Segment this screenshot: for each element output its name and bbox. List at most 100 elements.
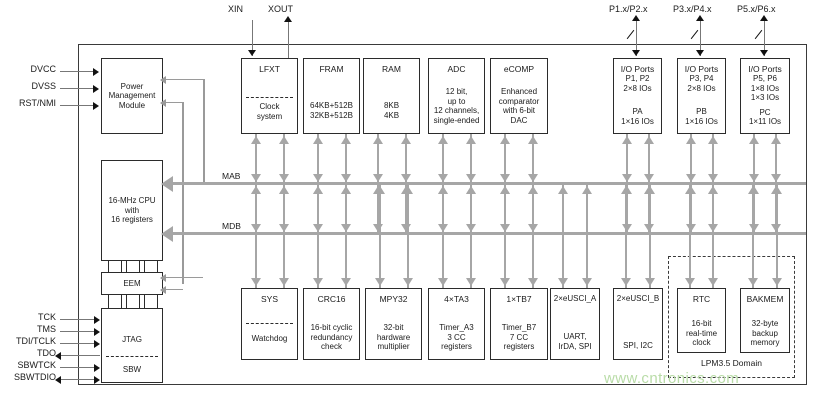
block-fram[interactable]: FRAM 64KB+512B 32KB+512B: [303, 58, 360, 134]
bus-connector-arrowhead: [770, 173, 781, 182]
bus-connector-arrowhead: [278, 185, 289, 194]
eem-title: EEM: [123, 278, 141, 288]
sys-title: SYS: [260, 294, 278, 304]
block-cpu[interactable]: 16-MHz CPU with 16 registers: [101, 160, 163, 261]
bus-connector-arrowhead: [707, 278, 718, 286]
block-jtag[interactable]: JTAG SBW: [101, 308, 163, 383]
block-lfxt[interactable]: LFXT Clock system: [241, 58, 298, 134]
bakmem-body-3: memory: [750, 338, 780, 347]
bus-label-mdb: MDB: [222, 221, 241, 231]
pa-title-2: P1, P2: [625, 74, 650, 83]
rstnmi-line: [60, 104, 94, 106]
ta3-title: 4×TA3: [444, 294, 469, 304]
bus-connector-line: [404, 183, 408, 234]
eem-jtag-stub-1: [108, 295, 122, 308]
bus-connector-line: [503, 134, 507, 184]
pa-title-3: 2×8 IOs: [623, 83, 652, 93]
bus-connector-arrowhead: [499, 185, 510, 194]
block-eem[interactable]: EEM: [101, 272, 163, 295]
bus-connector-arrowhead: [312, 185, 323, 194]
bus-connector-arrowhead: [770, 223, 781, 232]
xout-arrowhead: [284, 16, 293, 22]
mpy32-body-3: multiplier: [377, 342, 410, 351]
mpy32-body-1: 32-bit: [383, 323, 404, 332]
bus-connector-line: [585, 183, 589, 288]
bus-connector-arrowhead: [685, 173, 696, 182]
pin-label-xin: XIN: [228, 4, 244, 14]
pa-body-2: 1×16 IOs: [621, 116, 654, 126]
tb7-body-2: 7 CC: [509, 332, 529, 342]
eem-feedback-h-2: [165, 289, 183, 291]
bus-connector-arrowhead: [643, 173, 654, 182]
ta3-body-2: 3 CC: [447, 332, 466, 342]
bus-connector-arrowhead: [465, 136, 476, 144]
block-sys[interactable]: SYS Watchdog: [241, 288, 298, 360]
block-bakmem[interactable]: BAKMEM 32-byte backup memory: [740, 288, 790, 353]
lpm35-domain-boundary: [668, 256, 795, 378]
adc-body-1: 12 bit,: [445, 87, 468, 96]
sys-body-1: Watchdog: [251, 334, 288, 343]
bus-connector-line: [344, 134, 348, 184]
pmm-feedback-h-1: [165, 79, 205, 81]
bus-connector-arrowhead: [527, 136, 538, 144]
bus-connector-line: [316, 134, 320, 184]
bus-connector-line: [316, 183, 320, 288]
bus-connector-arrowhead: [400, 223, 411, 232]
block-timer-b7[interactable]: 1×TB7 Timer_B7 7 CC registers: [490, 288, 548, 360]
bus-connector-arrowhead: [581, 278, 592, 286]
block-ram[interactable]: RAM 8KB 4KB: [363, 58, 420, 134]
bus-connector-arrowhead: [437, 185, 448, 194]
eem-feedback-arrow-1: [160, 274, 166, 282]
bus-connector-arrowhead: [557, 278, 568, 286]
pin-label-tdo: TDO: [37, 348, 56, 358]
pin-label-p5p6: P5.x/P6.x: [737, 4, 776, 14]
block-rtc[interactable]: RTC 16-bit real-time clock: [677, 288, 726, 353]
bus-connector-arrowhead: [527, 173, 538, 182]
bus-connector-arrowhead: [684, 185, 695, 194]
tdo-line: [60, 354, 100, 356]
rtc-body-3: clock: [692, 338, 711, 347]
block-adc[interactable]: ADC 12 bit, up to 12 channels, single-en…: [428, 58, 485, 134]
tms-arrowhead: [94, 327, 100, 336]
crc16-title: CRC16: [317, 294, 346, 304]
block-io-ports-pb[interactable]: I/O Ports P3, P4 2×8 IOs PB 1×16 IOs: [677, 58, 726, 134]
eusci-a-title: 2×eUSCI_A: [553, 294, 597, 303]
pin-label-rstnmi: RST/NMI: [19, 98, 56, 108]
block-eusci-b[interactable]: 2×eUSCI_B SPI, I2C: [613, 288, 663, 360]
cpu-line-3: 16 registers: [111, 215, 153, 225]
rtc-title: RTC: [692, 294, 711, 304]
block-crc16[interactable]: CRC16 16-bit cyclic redundancy check: [303, 288, 360, 360]
pb-title-3: 2×8 IOs: [687, 83, 716, 93]
bakmem-body-1: 32-byte: [751, 319, 779, 328]
pin-label-sbwtdio: SBWTDIO: [14, 372, 56, 382]
pin-label-p1p2: P1.x/P2.x: [609, 4, 648, 14]
bus-connector-line: [751, 183, 755, 288]
bakmem-title: BAKMEM: [746, 294, 784, 304]
bus-connector-arrowhead: [620, 185, 631, 194]
bus-connector-arrowhead: [250, 278, 261, 286]
bus-connector-arrowhead: [499, 278, 510, 286]
block-io-ports-pa[interactable]: I/O Ports P1, P2 2×8 IOs PA 1×16 IOs: [613, 58, 662, 134]
block-mpy32[interactable]: MPY32 32-bit hardware multiplier: [365, 288, 422, 360]
pc-body-2: 1×11 IOs: [748, 117, 782, 126]
block-eusci-a[interactable]: 2×eUSCI_A UART, IrDA, SPI: [550, 288, 600, 360]
block-timer-a3[interactable]: 4×TA3 Timer_A3 3 CC registers: [428, 288, 485, 360]
tb7-body-3: registers: [503, 342, 535, 351]
fram-title: FRAM: [319, 64, 344, 74]
block-ecomp[interactable]: eCOMP Enhanced comparator with 6-bit DAC: [490, 58, 548, 134]
bus-connector-line: [688, 183, 692, 288]
bus-connector-arrowhead: [620, 278, 631, 286]
p3p4-arrow-down: [696, 50, 705, 56]
pmm-feedback-line-2: [182, 102, 184, 284]
lfxt-title: LFXT: [259, 64, 280, 74]
bus-connector-arrowhead: [374, 185, 385, 194]
bus-connector-line: [689, 134, 693, 184]
bus-connector-arrowhead: [499, 173, 510, 182]
block-io-ports-pc[interactable]: I/O Ports P5, P6 1×8 IOs 1×3 IOs PC 1×11…: [740, 58, 790, 134]
p3p4-bus-slash: [690, 29, 699, 40]
ecomp-body-3: with 6-bit: [502, 106, 535, 115]
block-power-management-module[interactable]: Power Management Module: [101, 58, 163, 134]
sbwtdio-arrow-right: [94, 375, 100, 384]
ecomp-body-2: comparator: [498, 96, 540, 106]
pmm-line-3: Module: [118, 100, 146, 110]
